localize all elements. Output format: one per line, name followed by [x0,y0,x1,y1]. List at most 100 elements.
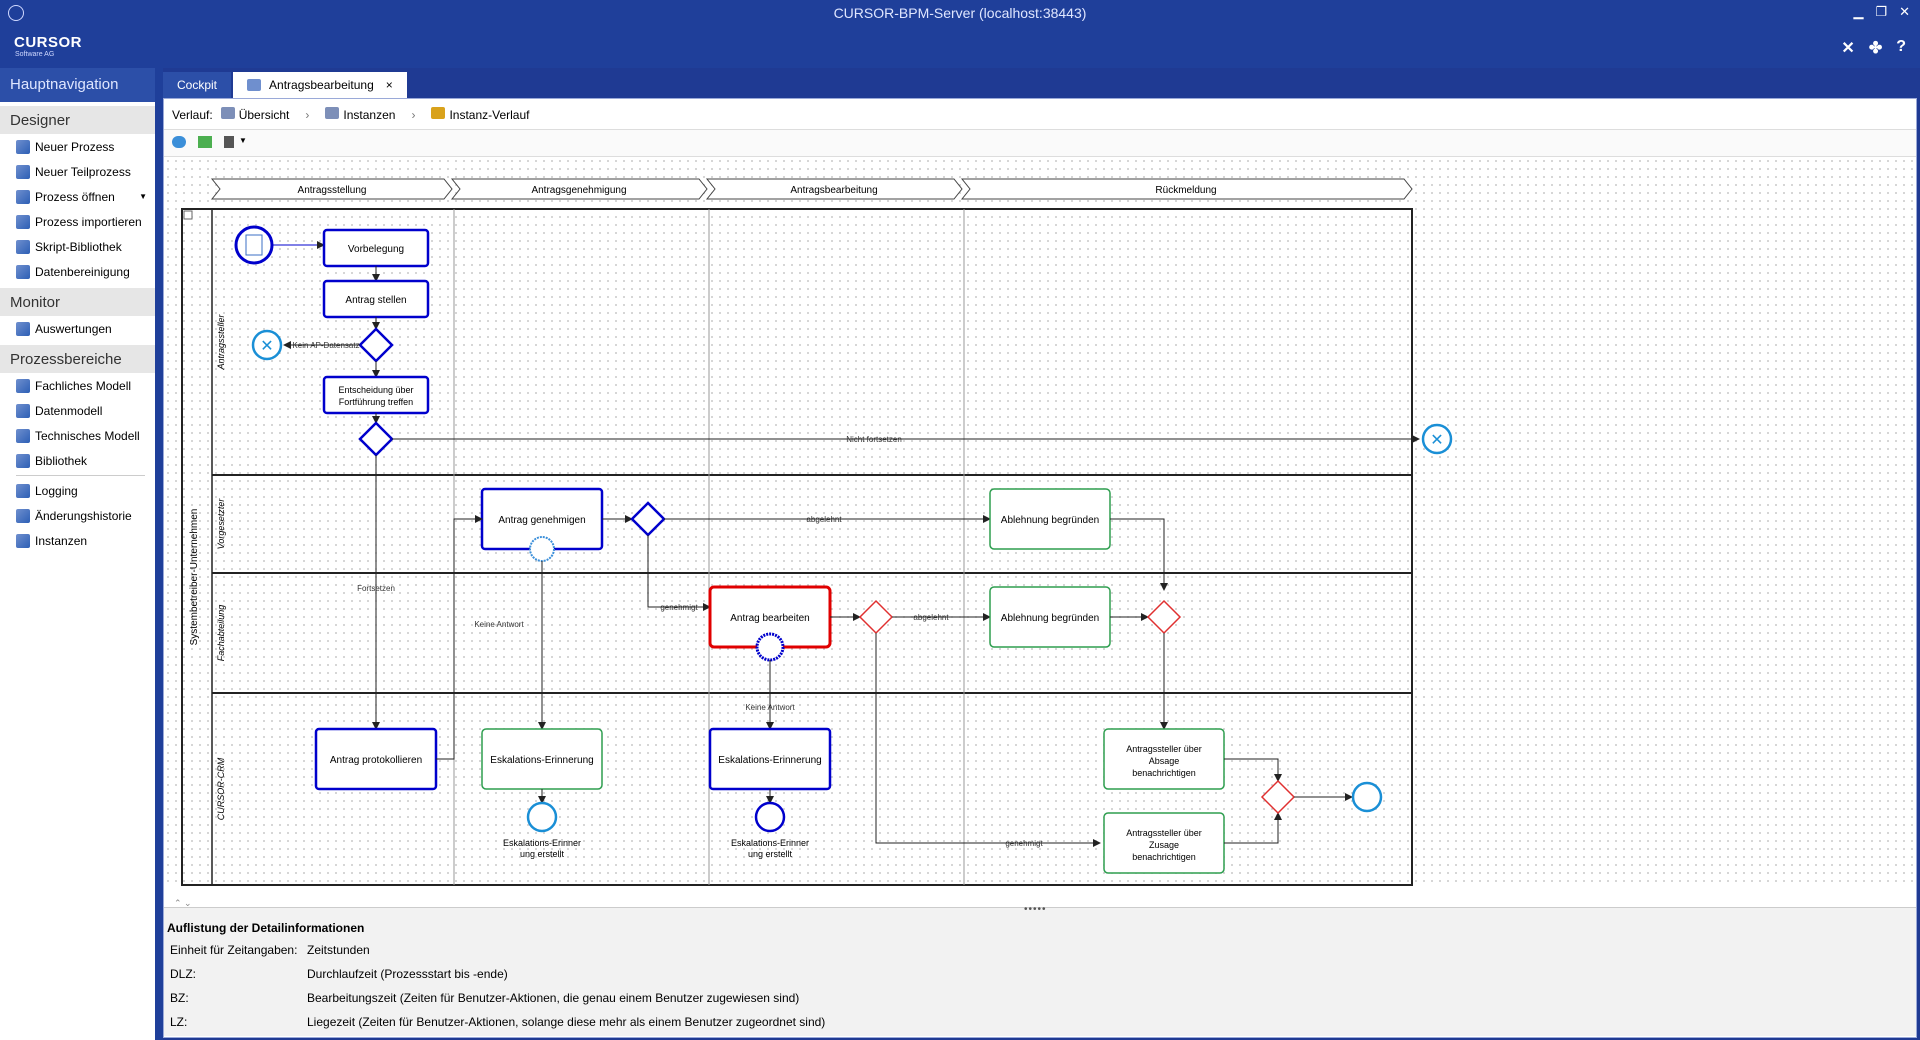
nav-aenderungshistorie[interactable]: Änderungshistorie [0,503,155,528]
svg-text:Eskalations-Erinnerung: Eskalations-Erinnerung [490,755,593,766]
end-event[interactable] [1351,781,1383,813]
dropdown-arrow-icon[interactable]: ▼ [139,192,147,201]
svg-text:Ablehnung begründen: Ablehnung begründen [1001,613,1099,624]
gateway-bearbeitung[interactable] [858,599,894,635]
nav-instanzen[interactable]: Instanzen [0,528,155,553]
detail-value: Bearbeitungszeit (Zeiten für Benutzer-Ak… [307,991,800,1005]
nav-label: Prozess öffnen [35,189,115,204]
breadcrumb-instanzen[interactable]: Instanzen [325,107,395,122]
plugin-icon[interactable]: ✤ [1868,40,1883,57]
close-window-button[interactable]: ✕ [1899,4,1910,19]
diagram-toolbar: ▼ [164,129,1916,157]
lane-vorgesetzter: Vorgesetzter [216,498,226,550]
breadcrumb-instanz-verlauf[interactable]: Instanz-Verlauf [431,107,529,122]
timer-icon [529,536,555,562]
event-label: Eskalations-Erinner [503,838,581,848]
task-eskalation-2[interactable]: Eskalations-Erinnerung [708,727,832,791]
collapse-arrows-icon[interactable]: ⌃ ⌄ [174,898,192,908]
tab-bar: Cockpit Antragsbearbeitung × [163,72,409,98]
svg-text:Rückmeldung: Rückmeldung [1155,185,1216,196]
section-monitor[interactable]: Monitor [0,288,155,316]
task-entscheidung[interactable]: Entscheidung über Fortführung treffen [322,375,430,415]
process-diagram-canvas[interactable]: Antragsstellung Antragsgenehmigung Antra… [164,157,1916,887]
nav-prozess-importieren[interactable]: Prozess importieren [0,209,155,234]
svg-text:Ablehnung begründen: Ablehnung begründen [1001,515,1099,526]
flow-label: Nicht fortsetzen [846,435,902,444]
nav-datenmodell[interactable]: Datenmodell [0,398,155,423]
nav-technisches-modell[interactable]: Technisches Modell [0,423,155,448]
close-tab-icon[interactable]: × [385,78,393,92]
task-eskalation-1[interactable]: Eskalations-Erinnerung [481,728,603,790]
section-prozessbereiche[interactable]: Prozessbereiche [0,345,155,373]
svg-text:Fortführung treffen: Fortführung treffen [339,397,413,407]
nav-skript-bibliothek[interactable]: Skript-Bibliothek [0,234,155,259]
gateway-fortfuehrung[interactable] [358,421,394,457]
main-navigation: Hauptnavigation Designer Neuer Prozess N… [0,68,157,1040]
tab-cockpit[interactable]: Cockpit [163,72,232,98]
tools-dropdown-icon[interactable]: ▼ [239,136,247,145]
pool-collapse-icon[interactable] [183,210,193,220]
gateway-genehmigung[interactable] [630,501,666,537]
nav-label: Skript-Bibliothek [35,239,122,254]
technical-model-icon [16,428,30,443]
phase-antragsbearbeitung: Antragsbearbeitung [705,178,963,200]
task-absage-benachrichtigen[interactable]: Antragssteller über Absage benachrichtig… [1103,728,1225,790]
settings-tools-icon[interactable]: ✕ [1841,40,1855,57]
nav-auswertungen[interactable]: Auswertungen [0,316,155,341]
gateway-merge-final[interactable] [1260,779,1296,815]
nav-label: Instanzen [35,533,88,548]
detail-row: LZ:Liegezeit (Zeiten für Benutzer-Aktion… [170,1015,825,1029]
sidebar-collapse-handle[interactable] [155,68,163,1040]
cleanup-icon [16,264,30,279]
nav-neuer-prozess[interactable]: Neuer Prozess [0,134,155,159]
gateway-datensatz[interactable] [358,327,394,363]
help-icon[interactable]: ? [1896,38,1906,55]
nav-label: Logging [35,483,78,498]
pool-label: Systembetreiber-Unternehmen [189,509,200,646]
gateway-merge-ablehnung[interactable] [1146,599,1182,635]
task-zusage-benachrichtigen[interactable]: Antragssteller über Zusage benachrichtig… [1103,812,1225,874]
nav-bibliothek[interactable]: Bibliothek [0,448,155,473]
task-antrag-stellen[interactable]: Antrag stellen [322,279,430,319]
reports-icon [16,321,30,336]
window-titlebar: CURSOR-BPM-Server (localhost:38443) ▁ ❐ … [0,0,1920,28]
nav-label: Fachliches Modell [35,378,132,393]
svg-text:Vorbelegung: Vorbelegung [348,244,404,255]
logging-icon [16,483,30,498]
comment-icon[interactable] [172,136,186,148]
section-designer[interactable]: Designer [0,106,155,134]
tab-label: Antragsbearbeitung [269,78,374,92]
nav-logging[interactable]: Logging [0,478,155,503]
task-vorbelegung[interactable]: Vorbelegung [322,228,430,268]
breadcrumb-uebersicht[interactable]: Übersicht [220,107,289,122]
detail-value: Durchlaufzeit (Prozessstart bis -ende) [307,967,508,981]
task-ablehnung-begruenden-2[interactable]: Ablehnung begründen [989,586,1111,648]
tab-antragsbearbeitung[interactable]: Antragsbearbeitung × [233,72,407,98]
task-antrag-protokollieren[interactable]: Antrag protokollieren [314,727,438,791]
nav-neuer-teilprozess[interactable]: Neuer Teilprozess [0,159,155,184]
image-export-icon[interactable] [198,136,212,148]
tools-icon[interactable] [224,136,234,148]
event-label: ung erstellt [748,849,793,859]
cancel-end-event[interactable] [1421,423,1453,455]
svg-text:Antrag genehmigen: Antrag genehmigen [498,515,585,526]
end-event-eskalation-2[interactable] [754,801,786,833]
task-ablehnung-begruenden-1[interactable]: Ablehnung begründen [989,488,1111,550]
detail-row: BZ:Bearbeitungszeit (Zeiten für Benutzer… [170,991,799,1005]
maximize-button[interactable]: ❐ [1875,4,1888,19]
document-icon [245,234,263,256]
new-subprocess-icon [16,164,30,179]
business-model-icon [16,378,30,393]
pool-frame [181,208,1413,886]
end-event-eskalation-1[interactable] [526,801,558,833]
nav-label: Neuer Teilprozess [35,164,131,179]
error-end-event[interactable] [251,329,283,361]
detail-title: Auflistung der Detailinformationen [167,921,365,935]
nav-prozess-oeffnen[interactable]: Prozess öffnen ▼ [0,184,155,209]
svg-text:Eskalations-Erinnerung: Eskalations-Erinnerung [718,755,821,766]
nav-fachliches-modell[interactable]: Fachliches Modell [0,373,155,398]
nav-datenbereinigung[interactable]: Datenbereinigung [0,259,155,284]
minimize-button[interactable]: ▁ [1853,4,1864,19]
flow-label: genehmigt [660,603,698,612]
splitter-handle[interactable]: ••••• [1024,904,1047,915]
